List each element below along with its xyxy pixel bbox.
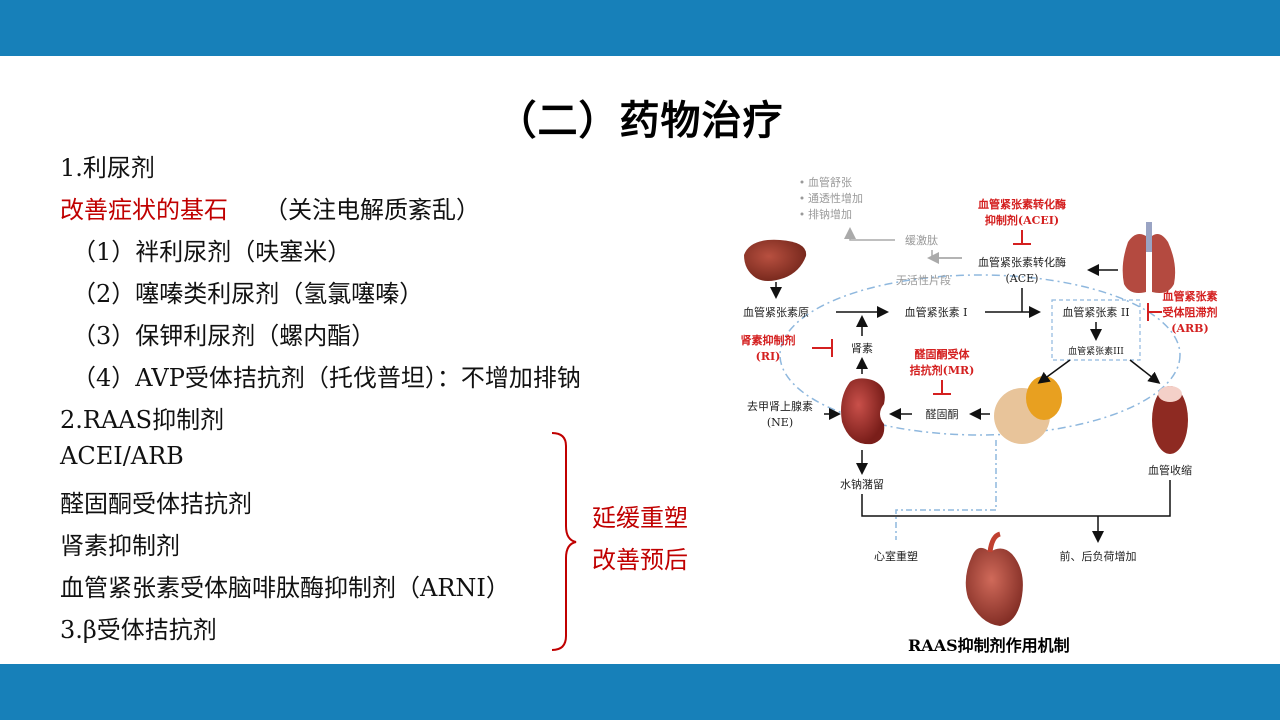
brace-label-prognosis: 改善预后 xyxy=(592,546,688,574)
item-diuretics: 1.利尿剂 xyxy=(60,154,155,182)
arb-label-1: 血管紧张素 xyxy=(1163,289,1218,303)
item-acei-arb: ACEI/ARB xyxy=(60,442,184,470)
heart-icon xyxy=(965,547,1023,626)
kidney-icon xyxy=(841,378,885,445)
slide-title: （二）药物治疗 xyxy=(496,98,784,144)
inactive-fragment: 无活性片段 xyxy=(896,273,951,287)
mr-label-2: 拮抗剂(MR) xyxy=(910,363,975,377)
gray-item-2: 通透性增加 xyxy=(808,191,863,205)
item-cornerstone: 改善症状的基石 （关注电解质紊乱） xyxy=(60,190,480,225)
ang1-label: 血管紧张素 I xyxy=(905,305,968,319)
item-loop: （1）袢利尿剂（呋塞米） xyxy=(72,238,352,266)
sodium-label: 水钠潴留 xyxy=(840,477,884,491)
acei-label-1: 血管紧张素转化酶 xyxy=(978,197,1066,211)
cornerstone-text: 改善症状的基石 xyxy=(60,196,228,224)
mr-label-1: 醛固酮受体 xyxy=(915,347,971,361)
gray-item-1: 血管舒张 xyxy=(808,175,852,189)
top-band xyxy=(0,0,1280,56)
item-beta: 3.β受体拮抗剂 xyxy=(60,616,217,644)
renin-label: 肾素 xyxy=(851,342,873,355)
diagram-caption: RAAS抑制剂作用机制 xyxy=(908,636,1070,655)
item-thiazide: （2）噻嗪类利尿剂（氢氯噻嗪） xyxy=(72,280,424,308)
item-raas: 2.RAAS抑制剂 xyxy=(60,406,225,434)
load-label: 前、后负荷增加 xyxy=(1060,549,1137,563)
electrolyte-note: （关注电解质紊乱） xyxy=(264,196,480,224)
arb-label-2: 受体阻滞剂 xyxy=(1163,305,1218,319)
item-potassium: （3）保钾利尿剂（螺内酯） xyxy=(72,322,376,350)
brace-label-remodel: 延缓重塑 xyxy=(592,504,688,532)
ne-label-1: 去甲肾上腺素 xyxy=(747,399,813,413)
item-ri: 肾素抑制剂 xyxy=(60,532,180,560)
ang2-label: 血管紧张素 II xyxy=(1062,305,1129,319)
angiotensinogen-label: 血管紧张素原 xyxy=(743,305,809,319)
bottom-band xyxy=(0,664,1280,720)
vasoconstriction-label: 血管收缩 xyxy=(1148,463,1192,477)
vessel-icon xyxy=(1152,386,1188,454)
ace-abbr: (ACE) xyxy=(1006,272,1039,285)
item-mra: 醛固酮受体拮抗剂 xyxy=(60,490,252,518)
remodeling-label: 心室重塑 xyxy=(874,549,918,563)
raas-diagram: 血管舒张 通透性增加 排钠增加 缓激肽 无活性片段 血管紧张素转化酶 抑制剂(A… xyxy=(741,175,1218,626)
adrenal-icon xyxy=(994,376,1062,444)
right-brace xyxy=(551,432,577,651)
ne-label-2: (NE) xyxy=(767,416,793,429)
ri-label-1: 肾素抑制剂 xyxy=(741,333,796,347)
aldosterone-label: 醛固酮 xyxy=(926,407,959,421)
item-arni: 血管紧张素受体脑啡肽酶抑制剂（ARNI） xyxy=(60,574,510,602)
gray-item-3: 排钠增加 xyxy=(808,207,852,221)
ri-label-2: (RI) xyxy=(756,350,781,363)
lung-icon xyxy=(1122,222,1176,293)
ang3-label: 血管紧张素III xyxy=(1068,345,1124,357)
item-avp: （4）AVP受体拮抗剂（托伐普坦）：不增加排钠 xyxy=(72,364,581,392)
liver-icon xyxy=(744,239,807,281)
acei-label-2: 抑制剂(ACEI) xyxy=(985,213,1059,227)
bradykinin-label: 缓激肽 xyxy=(905,233,938,247)
raas-loop xyxy=(779,274,1181,436)
arb-label-3: (ARB) xyxy=(1171,322,1208,335)
ace-label: 血管紧张素转化酶 xyxy=(978,255,1066,269)
